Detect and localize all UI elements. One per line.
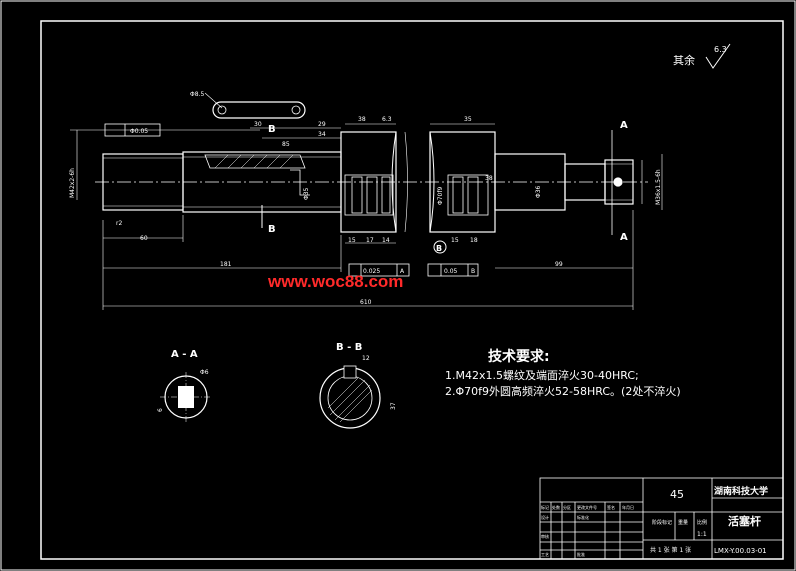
- roughness-symbol-icon: [705, 43, 731, 69]
- dim-99: 99: [555, 261, 563, 268]
- dimension-texts: M42x2-6h Φ8.5 Φ0.05 30 29 34 38 6.3 85 6…: [69, 91, 662, 306]
- tb-row-label-1: 处数: [552, 504, 560, 510]
- tb-material: 45: [670, 488, 684, 501]
- dim-flat-ref: A: [400, 268, 405, 275]
- dim-15b: 15: [451, 237, 459, 244]
- dim-bb-37: 37: [390, 402, 397, 410]
- dim-aa-phi6: Φ6: [200, 369, 209, 376]
- dim-m36: M36x1.5-6h: [655, 169, 662, 205]
- dim-aa-6: 6: [157, 408, 164, 412]
- section-b-b: B - B 12 37: [319, 342, 397, 429]
- tb-drawing-no: LMX-Y.00.03-01: [714, 547, 767, 555]
- tb-row-label-0: 标记: [541, 504, 549, 510]
- cut-marker-a-bottom: A: [620, 232, 628, 243]
- section-label-a-a: A - A: [171, 349, 198, 360]
- piston-head-right: [429, 131, 496, 233]
- dim-15a: 15: [348, 237, 356, 244]
- dim-r2: r2: [116, 220, 122, 227]
- shaft-main-view: [95, 92, 648, 235]
- section-a-a: A - A Φ6 6: [157, 349, 212, 422]
- tb-school: 湖南科技大学: [714, 485, 768, 497]
- tech-req-1: 1.M42x1.5螺纹及端面淬火30-40HRC;: [445, 368, 639, 382]
- dim-38b: 38: [485, 175, 493, 182]
- technical-requirements: 技术要求: 1.M42x1.5螺纹及端面淬火30-40HRC; 2.Φ70f9外…: [445, 348, 681, 398]
- dim-18: 18: [470, 237, 478, 244]
- dim-34: 34: [318, 131, 326, 138]
- cut-markers: B B A A B: [268, 120, 628, 254]
- dim-60: 60: [140, 235, 148, 242]
- shaft-right-thread: [604, 159, 634, 205]
- dim-6-3: 6.3: [382, 116, 392, 123]
- dim-phi35: Φ35: [303, 187, 310, 200]
- tech-req-2: 2.Φ70f9外圆高频淬火52-58HRC。(2处不淬火): [445, 384, 681, 398]
- dim-30-left: 30: [254, 121, 262, 128]
- dim-top-slot: Φ8.5: [190, 91, 204, 98]
- tech-title: 技术要求:: [488, 348, 550, 365]
- tb-stage-label: 阶段标记: [652, 519, 672, 526]
- dim-85: 85: [282, 141, 290, 148]
- roughness-value: 6.3: [714, 45, 727, 54]
- title-block-texts: 45 湖南科技大学 活塞杆 LMX-Y.00.03-01 标记 处数 分区 更改…: [541, 485, 768, 557]
- dim-flatness: 0.025: [363, 268, 380, 275]
- dim-left-thread: M42x2-6h: [69, 168, 76, 198]
- detail-circle-icon: [433, 240, 447, 254]
- inner-frame: [40, 20, 784, 560]
- dim-perp-ref: B: [471, 268, 475, 275]
- dim-bb-12: 12: [362, 355, 370, 362]
- roughness-label: 其余: [673, 53, 695, 67]
- cut-marker-a-top: A: [620, 120, 628, 131]
- tb-std-label: 标准化: [577, 514, 589, 520]
- tb-row-label-4: 签名: [607, 504, 615, 510]
- tb-scale-value: 1:1: [697, 531, 707, 538]
- title-block: [539, 477, 784, 560]
- dim-610: 610: [360, 299, 372, 306]
- dim-35: 35: [464, 116, 472, 123]
- piston-head-left: [340, 131, 397, 233]
- dim-14: 14: [382, 237, 390, 244]
- cross-hole-icon: [613, 177, 623, 187]
- dim-tol-frame: Φ0.05: [130, 128, 148, 135]
- section-label-b-b: B - B: [336, 342, 362, 353]
- roughness-note: 其余 6.3: [673, 43, 731, 69]
- tb-check-label: 审核: [541, 533, 549, 539]
- dim-17: 17: [366, 237, 374, 244]
- tolerance-frames: [104, 123, 479, 277]
- dim-perpendicularity: 0.05: [444, 268, 458, 275]
- tb-design-label: 设计: [541, 514, 549, 520]
- detail-marker: B: [436, 244, 442, 253]
- section-hatch-zone: [204, 154, 306, 169]
- dimension-lines: [70, 123, 663, 310]
- dim-phi36: Φ36: [535, 185, 542, 198]
- tb-part-name: 活塞杆: [728, 514, 761, 528]
- tb-weight-label: 重量: [678, 519, 688, 526]
- cut-marker-b-top: B: [268, 124, 276, 135]
- dim-38: 38: [358, 116, 366, 123]
- tb-row-label-5: 年月日: [622, 504, 634, 510]
- cut-marker-b-bottom: B: [268, 224, 276, 235]
- dim-phi70: Φ70f9: [437, 187, 444, 205]
- watermark: www.woc88.com: [267, 272, 403, 291]
- tb-row-label-3: 更改文件号: [577, 504, 597, 510]
- dim-181: 181: [220, 261, 232, 268]
- tb-process-label: 工艺: [541, 552, 549, 557]
- tb-approve-label: 批准: [577, 551, 585, 557]
- tb-scale-label: 比例: [697, 519, 707, 526]
- dim-29: 29: [318, 121, 326, 128]
- tb-sheet-text: 共 1 张 第 1 张: [650, 546, 691, 554]
- tb-row-label-2: 分区: [563, 504, 571, 510]
- top-slot-view: [212, 101, 306, 119]
